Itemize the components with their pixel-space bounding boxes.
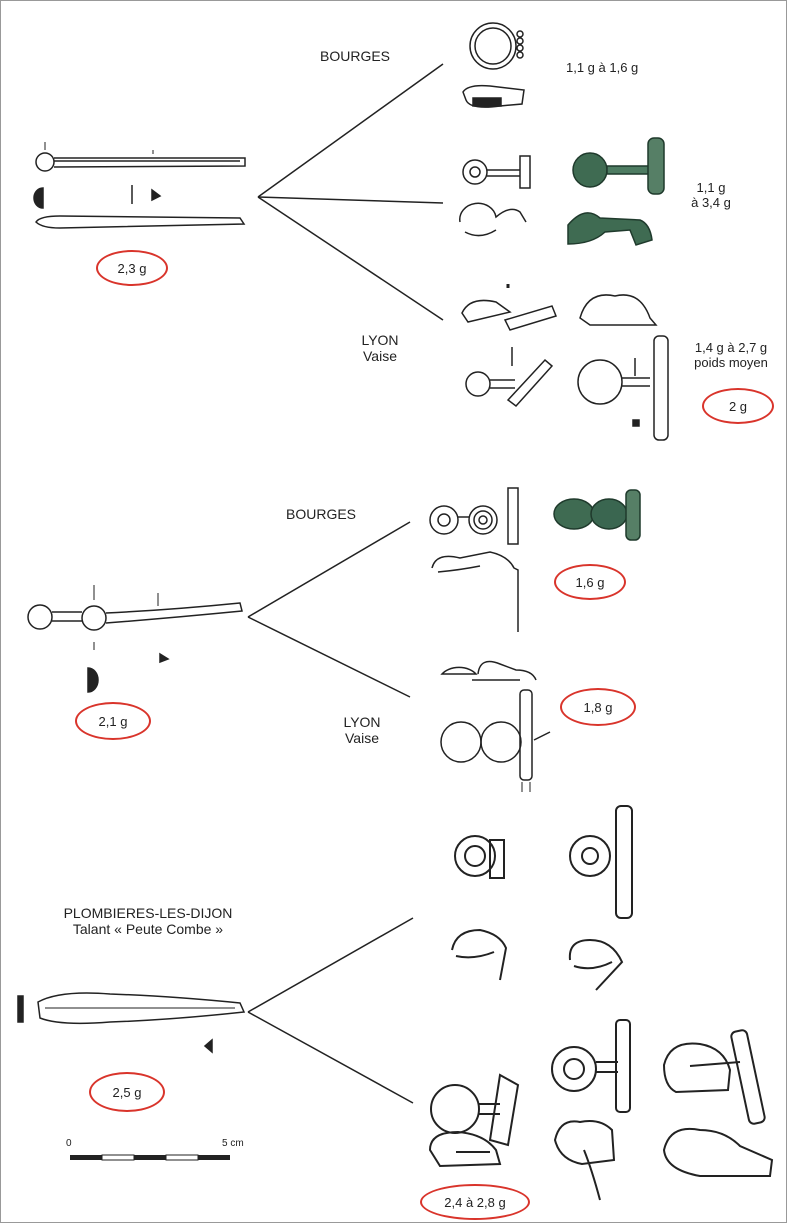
weight-range-1b: 1,1 g à 3,4 g: [676, 180, 746, 210]
weight-oval-rod-3: 2,5 g: [89, 1072, 165, 1112]
fibula-photos-1: [567, 137, 665, 246]
site-label-lyon-2-sub: Vaise: [345, 730, 379, 746]
weight-oval-rod-1: 2,3 g: [96, 250, 168, 286]
site-label-lyon-1-sub: Vaise: [363, 348, 397, 364]
weight-range-1c-line2: poids moyen: [694, 355, 768, 370]
weight-range-1b-line2: à 3,4 g: [691, 195, 731, 210]
rod-drawing-2: [27, 585, 243, 693]
site-label-lyon-1: LYON Vaise: [340, 332, 420, 364]
site-label-bourges-2: BOURGES: [286, 506, 357, 522]
fibula-drawings-1: [459, 22, 669, 441]
branch-lines-1: [257, 63, 444, 321]
site-label-bourges-1: BOURGES: [320, 48, 391, 64]
site-label-plombieres: PLOMBIERES-LES-DIJON Talant « Peute Comb…: [20, 905, 276, 937]
weight-oval-average-1: 2 g: [702, 388, 774, 424]
rod-drawing-1: [33, 142, 246, 229]
fibula-photos-2: [553, 489, 641, 541]
site-label-plombieres-sub: Talant « Peute Combe »: [72, 921, 224, 937]
weight-oval-plombieres: 2,4 à 2,8 g: [420, 1184, 530, 1220]
scale-label-end: 5 cm: [222, 1138, 244, 1149]
site-label-plombieres-name: PLOMBIERES-LES-DIJON: [63, 905, 233, 921]
weight-range-1a: 1,1 g à 1,6 g: [566, 60, 639, 75]
scale-label-start: 0: [66, 1138, 72, 1149]
weight-oval-lyon-2: 1,8 g: [560, 688, 636, 726]
scale-bar: [70, 1154, 230, 1161]
weight-range-1b-line1: 1,1 g: [696, 180, 726, 195]
weight-range-1c-line1: 1,4 g à 2,7 g: [694, 340, 768, 355]
site-label-lyon-1-name: LYON: [361, 332, 399, 348]
site-label-lyon-2-name: LYON: [343, 714, 381, 730]
site-label-lyon-2: LYON Vaise: [322, 714, 402, 746]
branch-lines-2: [247, 521, 411, 698]
fibula-drawings-3: [428, 805, 774, 1201]
branch-lines-3: [247, 917, 414, 1104]
fibula-drawings-2: [429, 487, 551, 792]
weight-oval-bourges-2: 1,6 g: [554, 564, 626, 600]
rod-drawing-3: [17, 992, 246, 1054]
weight-range-1c: 1,4 g à 2,7 g poids moyen: [676, 340, 786, 370]
weight-oval-rod-2: 2,1 g: [75, 702, 151, 740]
